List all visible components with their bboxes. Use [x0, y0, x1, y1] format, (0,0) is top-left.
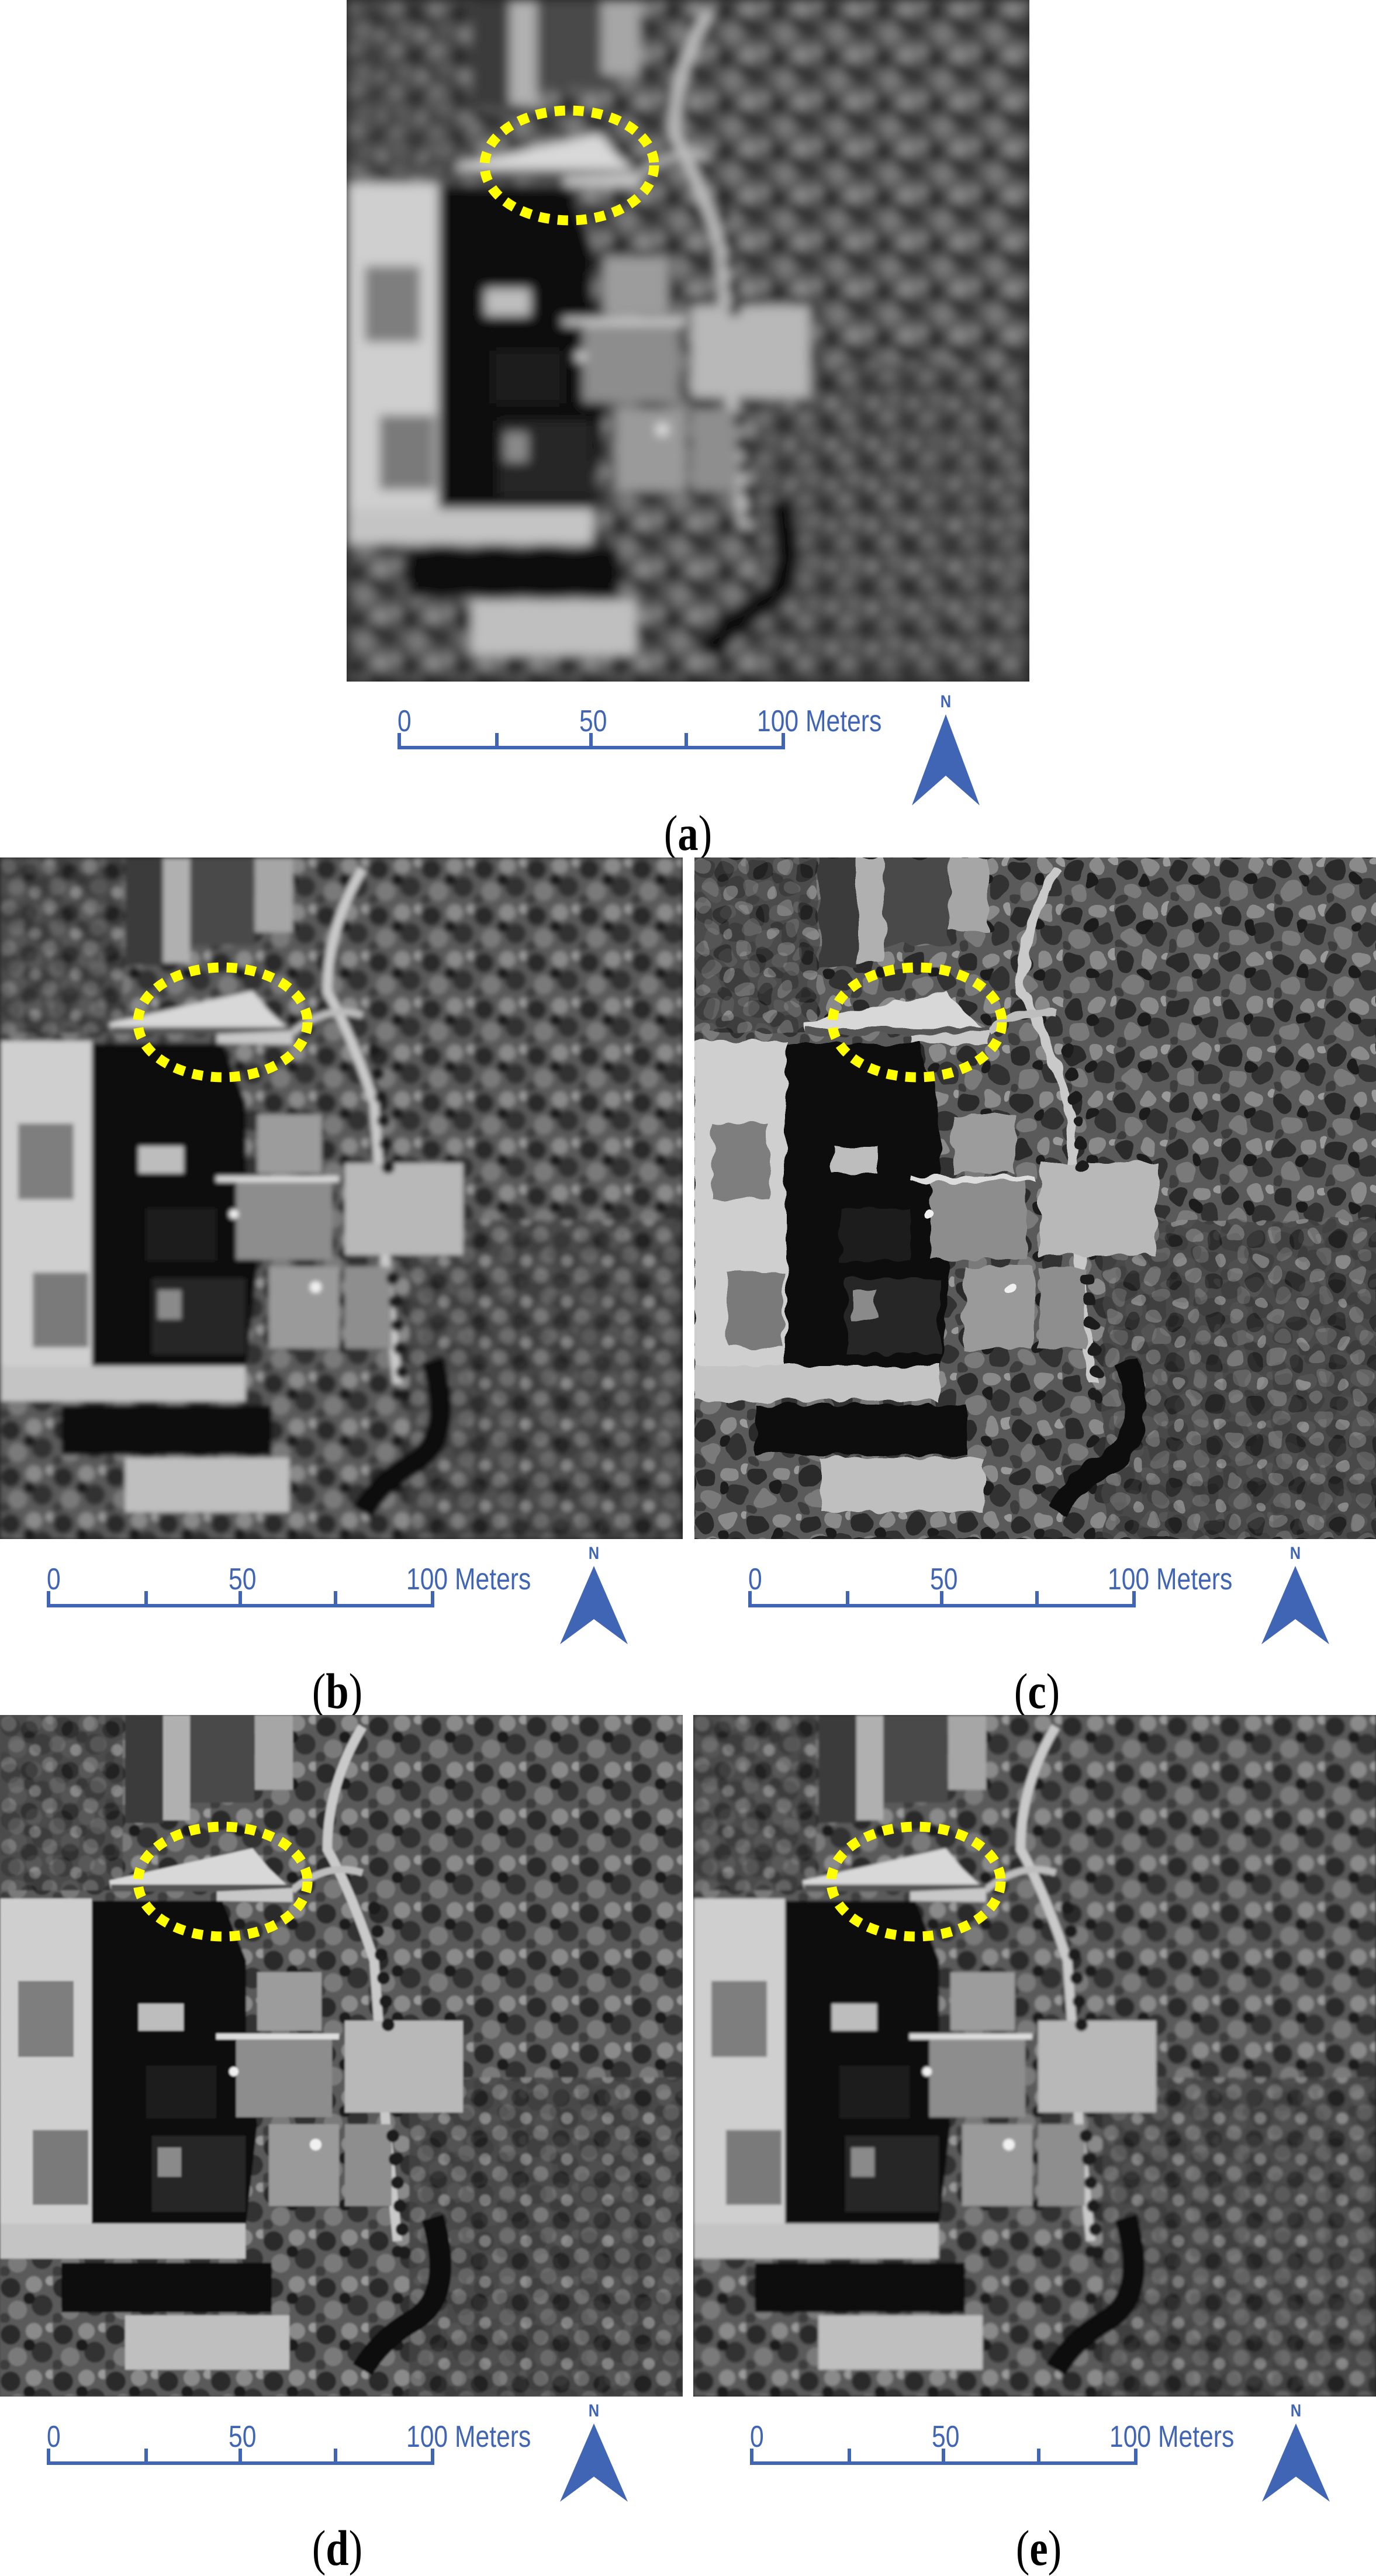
scale-label-50: 50: [229, 1562, 257, 1596]
north-arrow-a: N: [911, 693, 981, 810]
scale-ruler: [748, 1591, 1136, 1607]
north-label: N: [588, 2401, 600, 2421]
scale-ruler: [750, 2449, 1138, 2465]
aerial-image-d: [0, 1715, 683, 2397]
caption-letter: a: [677, 805, 699, 861]
panel-d-image: [0, 1715, 683, 2397]
scale-bar-a: 0 50 100 Meters: [397, 704, 881, 753]
scale-label-0: 0: [397, 704, 412, 738]
scale-label-0: 0: [750, 2420, 764, 2454]
panel-c-image: [694, 857, 1376, 1539]
scale-ruler: [47, 2449, 434, 2465]
caption-e: (e): [1015, 2520, 1062, 2576]
panel-a-image: [347, 0, 1029, 682]
scale-label-50: 50: [579, 704, 607, 738]
caption-letter: e: [1029, 2520, 1048, 2576]
scale-bar-d: 0 50 100 Meters: [47, 2420, 531, 2468]
aerial-image-c: [694, 857, 1376, 1539]
scale-bar-e: 0 50 100 Meters: [750, 2420, 1234, 2468]
north-arrow-c: N: [1260, 1545, 1330, 1662]
scale-label-50: 50: [932, 2420, 960, 2454]
north-label: N: [940, 692, 952, 711]
scale-label-100: 100 Meters: [1109, 2420, 1235, 2454]
north-label: N: [1290, 2401, 1302, 2421]
caption-letter: c: [1028, 1663, 1046, 1719]
aerial-image-e: [693, 1715, 1376, 2397]
scale-label-50: 50: [930, 1562, 958, 1596]
north-arrow-icon: [560, 2423, 628, 2502]
north-label: N: [588, 1544, 600, 1563]
scale-label-100: 100 Meters: [406, 1562, 531, 1596]
scale-label-100: 100 Meters: [406, 2420, 531, 2454]
caption-d: (d): [312, 2520, 363, 2576]
panel-e-image: [693, 1715, 1376, 2397]
caption-a: (a): [663, 805, 713, 861]
north-arrow-icon: [1261, 1566, 1329, 1644]
scale-ruler: [397, 733, 785, 749]
caption-letter: b: [326, 1663, 349, 1719]
north-arrow-icon: [912, 714, 980, 805]
scale-bar-b: 0 50 100 Meters: [47, 1562, 531, 1611]
scale-label-0: 0: [47, 2420, 61, 2454]
scale-label-100: 100 Meters: [757, 704, 882, 738]
caption-b: (b): [312, 1663, 363, 1719]
aerial-image-b: [0, 857, 683, 1539]
caption-c: (c): [1014, 1663, 1060, 1719]
north-label: N: [1289, 1544, 1301, 1563]
scale-bar-c: 0 50 100 Meters: [748, 1562, 1232, 1611]
scale-ruler: [47, 1591, 434, 1607]
north-arrow-b: N: [559, 1545, 629, 1662]
scale-label-100: 100 Meters: [1108, 1562, 1233, 1596]
panel-b-image: [0, 857, 683, 1539]
north-arrow-icon: [560, 1566, 628, 1644]
scale-label-0: 0: [748, 1562, 762, 1596]
north-arrow-e: N: [1261, 2402, 1331, 2519]
north-arrow-d: N: [559, 2402, 629, 2519]
north-arrow-icon: [1262, 2423, 1330, 2502]
aerial-image-a: [347, 0, 1029, 682]
scale-label-0: 0: [47, 1562, 61, 1596]
caption-letter: d: [326, 2520, 349, 2576]
scale-label-50: 50: [229, 2420, 257, 2454]
